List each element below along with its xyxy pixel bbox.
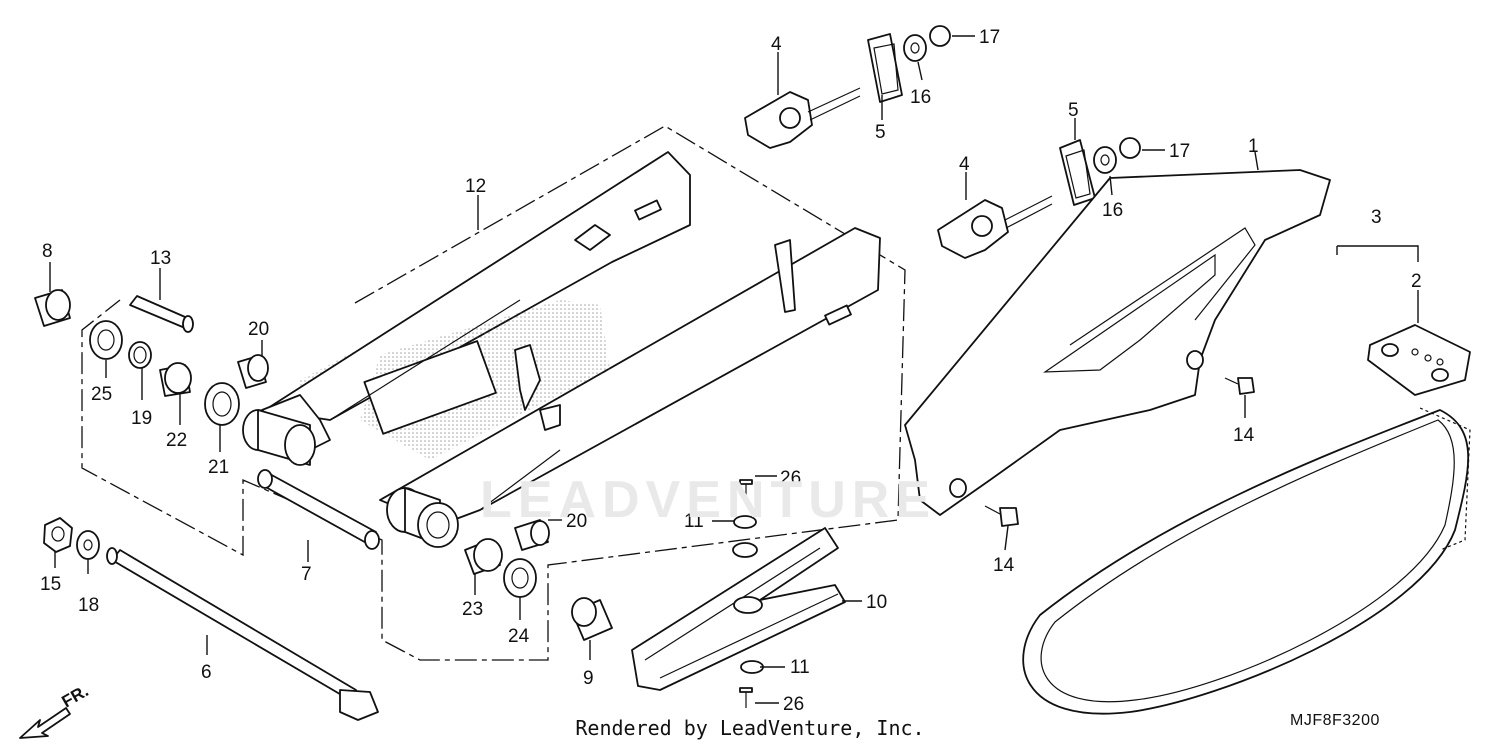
pivot-bolt <box>106 547 379 721</box>
callout-17-upper: 17 <box>979 27 1000 48</box>
watermark: LEADVENTURE <box>480 471 937 529</box>
front-direction-arrow: FR. <box>19 681 92 739</box>
callout-19: 19 <box>131 408 152 429</box>
callout-11-upper: 11 <box>684 511 704 532</box>
callout-20-lower: 20 <box>566 511 587 532</box>
callout-14-lower: 14 <box>993 555 1015 576</box>
pivot-collar <box>257 469 380 550</box>
callout-6: 6 <box>201 662 212 683</box>
callout-5-lower: 5 <box>1068 100 1079 121</box>
callout-14-upper: 14 <box>1233 425 1255 446</box>
callout-20-upper: 20 <box>248 319 269 340</box>
diagram-code: MJF8F3200 <box>1290 712 1380 729</box>
drive-chain <box>1022 324 1471 715</box>
callout-23: 23 <box>462 599 483 620</box>
callout-5-upper: 5 <box>875 122 886 143</box>
callout-13: 13 <box>150 248 171 269</box>
callout-15: 15 <box>40 574 61 595</box>
callout-12: 12 <box>465 176 486 197</box>
swingarm <box>242 151 881 548</box>
callout-21: 21 <box>208 457 229 478</box>
callout-2: 2 <box>1411 271 1422 292</box>
callout-4-upper: 4 <box>771 34 782 55</box>
leader-lines <box>49 35 1419 704</box>
small-parts-middle <box>464 519 613 641</box>
chain-slider <box>631 479 846 708</box>
callout-1: 1 <box>1248 136 1259 157</box>
callout-numbers: 8 13 12 20 25 19 22 21 15 18 7 6 23 24 2… <box>40 27 1422 715</box>
callout-17-lower: 17 <box>1169 141 1190 162</box>
callout-25: 25 <box>91 384 112 405</box>
callout-10: 10 <box>866 592 887 613</box>
callout-16-lower: 16 <box>1102 200 1123 221</box>
callout-4-lower: 4 <box>959 154 970 175</box>
callout-18: 18 <box>78 595 99 616</box>
callout-22: 22 <box>166 430 187 451</box>
swingarm-assembly-outline <box>81 125 906 661</box>
callout-26-lower: 26 <box>783 694 804 715</box>
callout-11-lower: 11 <box>790 657 810 678</box>
callout-26-upper: 26 <box>780 468 801 489</box>
render-credit: Rendered by LeadVenture, Inc. <box>575 716 925 740</box>
front-label: FR. <box>59 681 92 711</box>
chain-adjusters <box>744 25 1141 259</box>
callout-24: 24 <box>508 626 530 647</box>
callout-7: 7 <box>301 564 312 585</box>
small-parts-left <box>34 289 269 560</box>
callout-9: 9 <box>583 668 594 689</box>
callout-16-upper: 16 <box>910 87 931 108</box>
callout-3: 3 <box>1371 207 1382 228</box>
callout-8: 8 <box>42 241 53 262</box>
chain-guard <box>904 169 1331 527</box>
